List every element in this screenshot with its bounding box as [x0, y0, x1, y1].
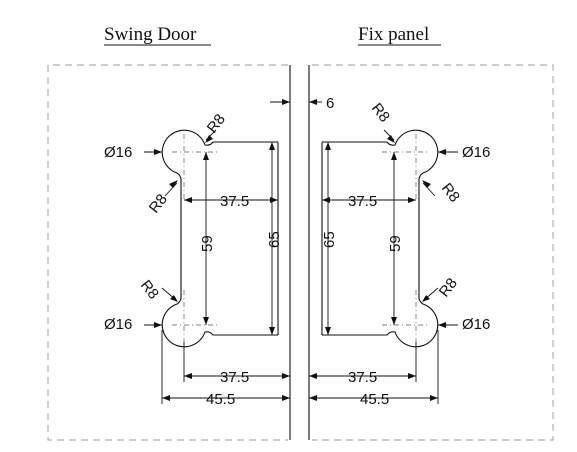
- inner-width-dimension-lower: 37.5 37.5: [184, 369, 416, 386]
- swing-door-glass-outline: [47, 64, 288, 441]
- inner-width-label-lower-right: 37.5: [348, 369, 377, 386]
- hole-label-top-left: Ø16: [104, 144, 132, 161]
- height-label-left: 65: [266, 231, 283, 248]
- hole-spacing-label-right: 59: [387, 235, 404, 252]
- outer-width-label-left: 45.5: [206, 391, 235, 408]
- extension-lines: [161, 330, 439, 404]
- radius-label-top-right: R8: [368, 100, 393, 126]
- radius-label-mid-right: R8: [438, 180, 463, 206]
- radius-label-bottom-left: R8: [137, 277, 162, 303]
- outer-width-dimension: 45.5 45.5: [162, 391, 438, 408]
- inner-width-label-lower-left: 37.5: [220, 369, 249, 386]
- gap-label: 6: [326, 95, 334, 112]
- inner-width-label-upper-right: 37.5: [348, 193, 377, 210]
- height-dimension: 65 65: [266, 142, 338, 335]
- radius-label-mid-left: R8: [146, 191, 171, 217]
- inner-width-dimension-upper: 37.5 37.5: [184, 193, 416, 210]
- gap-dimension: 6: [270, 95, 334, 112]
- center-lines: [172, 134, 428, 342]
- height-label-right: 65: [321, 231, 338, 248]
- hole-label-top-right: Ø16: [462, 144, 490, 161]
- fix-panel-hinge-profile: [322, 129, 439, 348]
- swing-door-hinge-profile: [161, 129, 278, 348]
- inner-width-label-upper-left: 37.5: [220, 193, 249, 210]
- radius-label-top-left: R8: [204, 111, 229, 137]
- hole-label-bottom-left: Ø16: [104, 316, 132, 333]
- fix-panel-glass-outline: [312, 64, 554, 441]
- hole-label-bottom-right: Ø16: [462, 316, 490, 333]
- radius-label-bottom-right: R8: [436, 275, 461, 301]
- title-swing-door: Swing Door: [104, 24, 197, 45]
- title-fix-panel: Fix panel: [358, 24, 429, 45]
- outer-width-label-right: 45.5: [360, 391, 389, 408]
- hole-spacing-dimension: 59 59: [199, 152, 404, 325]
- hole-spacing-label-left: 59: [199, 235, 216, 252]
